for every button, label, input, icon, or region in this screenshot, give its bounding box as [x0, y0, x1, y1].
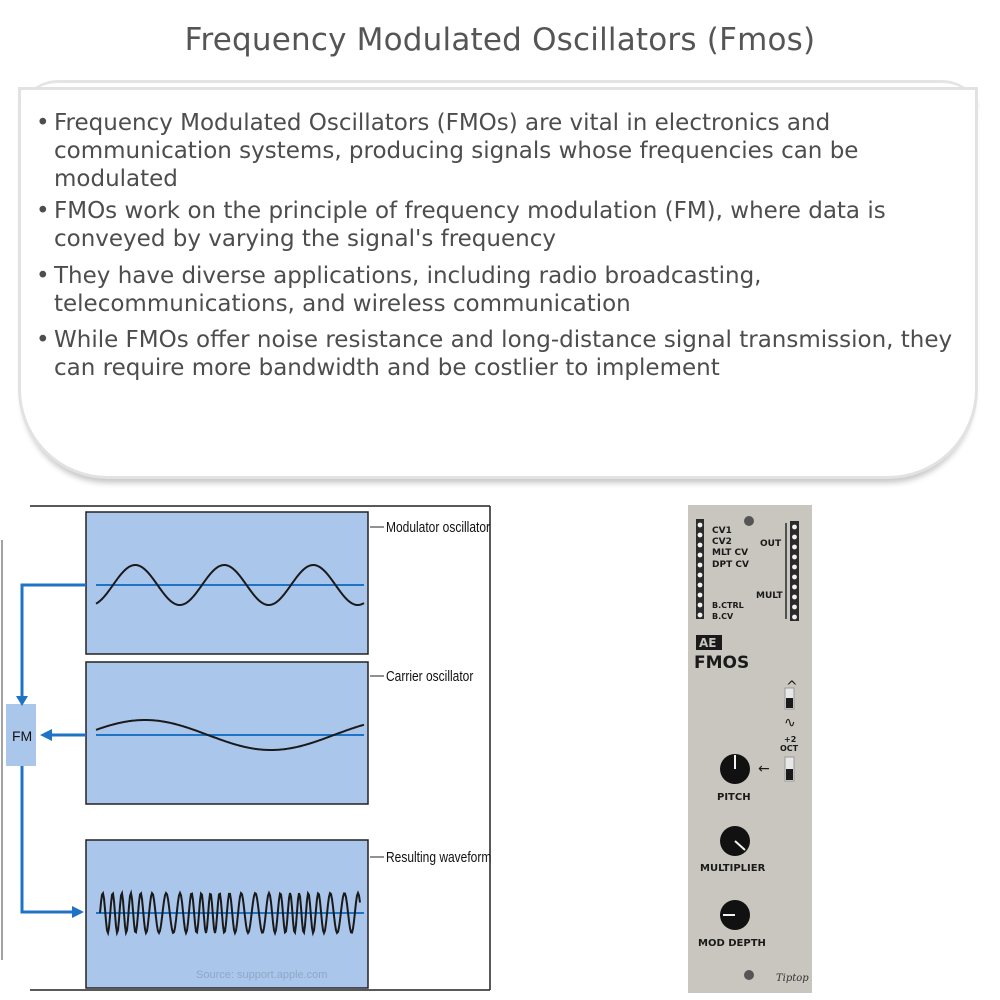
pitch-label: PITCH [717, 792, 751, 803]
card-top-border [18, 80, 982, 123]
fm-box [6, 704, 36, 766]
carrier-label: Carrier oscillator [386, 668, 474, 685]
source-credit: Source: support.apple.com [196, 969, 327, 981]
bullet-item: They have diverse applications, includin… [36, 262, 966, 318]
bullet-item: While FMOs offer noise resistance and lo… [36, 326, 966, 382]
bullet-item: FMOs work on the principle of frequency … [36, 197, 966, 253]
fmos-module: CV1 CV2 MLT CV DPT CV B.CTRL B.CV OUT MU… [688, 505, 812, 993]
brand-logo-box [696, 635, 722, 650]
oct-switch-lever [786, 769, 793, 780]
wave-up-symbol: ^ [786, 679, 798, 695]
bullet-item: Frequency Modulated Oscillators (FMOs) a… [36, 109, 966, 193]
right-jack-strip [790, 521, 799, 621]
mod-depth-label: MOD DEPTH [698, 938, 766, 949]
brand-logo: AE [699, 636, 716, 650]
input-label-cv1: CV1 [712, 526, 732, 536]
modulator-arrowhead [16, 696, 28, 706]
maker-logo: Tiptop [776, 973, 809, 984]
left-jacks [697, 522, 703, 618]
result-label: Resulting waveform [386, 849, 491, 866]
fm-label: FM [12, 728, 32, 744]
oct-label: OCT [780, 744, 799, 753]
fm-to-result-line [20, 766, 74, 914]
module-name: FMOS [694, 653, 749, 673]
input-label-bcv: B.CV [712, 612, 734, 621]
wave-switch-lever [786, 698, 793, 708]
oct-plus-label: +2 [784, 735, 796, 744]
input-label-dpt-cv: DPT CV [712, 560, 749, 570]
result-wave [99, 889, 361, 937]
modulator-wave [95, 563, 365, 607]
bullet-list: Frequency Modulated Oscillators (FMOs) a… [36, 109, 966, 386]
input-label-bctrl: B.CTRL [712, 601, 744, 610]
page-title: Frequency Modulated Oscillators (Fmos) [184, 22, 816, 58]
wave-sine-symbol: ∿ [784, 715, 796, 731]
oct-arrow: ← [758, 761, 770, 777]
right-jacks [792, 524, 797, 620]
input-label-mlt-cv: MLT CV [712, 548, 748, 558]
left-jack-strip [696, 519, 704, 619]
multiplier-label: MULTIPLIER [700, 863, 766, 874]
multiplier-knob-indicator [734, 840, 746, 851]
bottom-screw [744, 970, 754, 980]
carrier-wave [95, 719, 365, 751]
input-label-cv2: CV2 [712, 537, 732, 547]
modulator-panel [85, 511, 369, 655]
fm-diagram: Modulator oscillator Carrier oscillator … [1, 505, 491, 991]
top-screw [744, 516, 754, 526]
carrier-arrowhead [40, 729, 52, 741]
modulator-label: Modulator oscillator [386, 519, 490, 536]
modulator-to-fm-arrow [20, 583, 86, 698]
carrier-panel [85, 661, 369, 805]
result-arrowhead [72, 906, 84, 918]
mult-label: MULT [756, 591, 784, 601]
out-label: OUT [760, 539, 782, 549]
